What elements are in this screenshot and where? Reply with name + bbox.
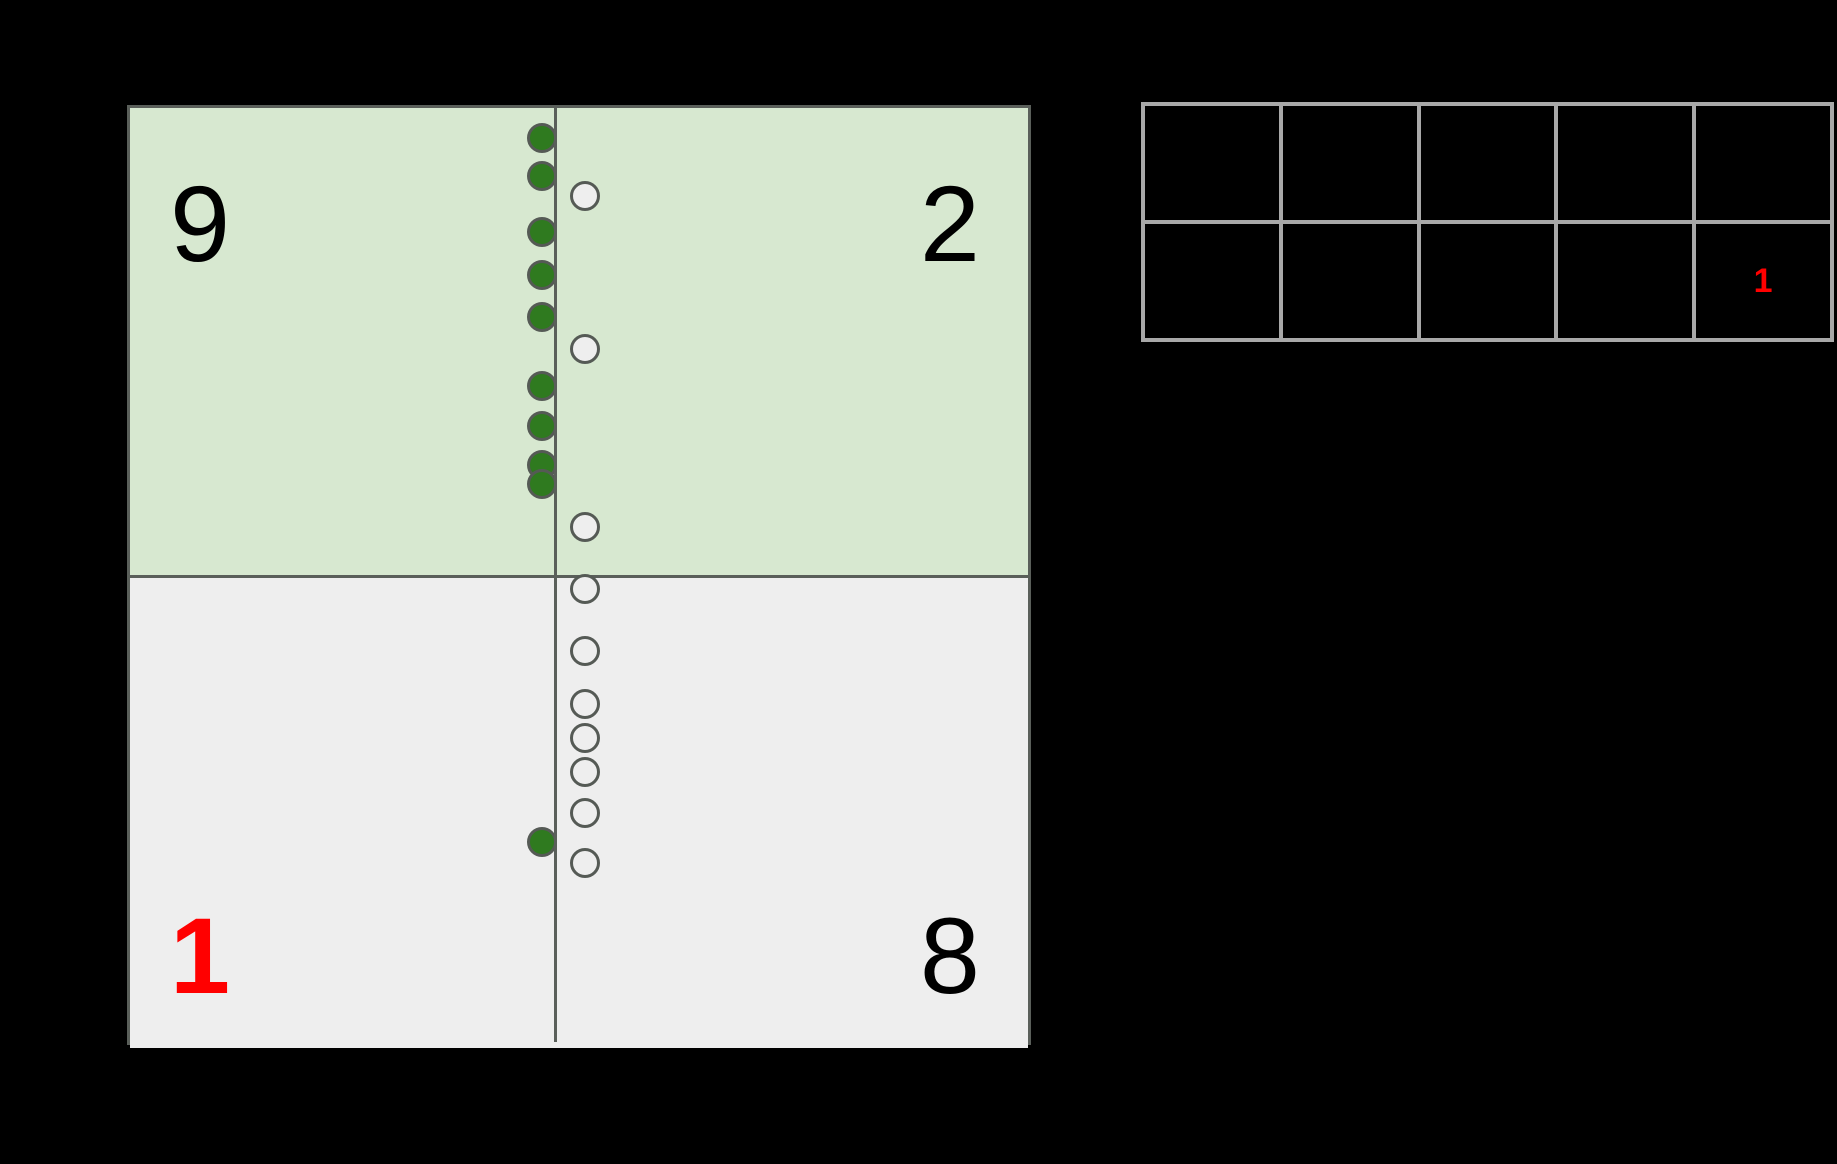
- quadrant-label-top-right: 2: [919, 163, 980, 284]
- quadrant-label-top-left: 9: [170, 163, 231, 284]
- token-open-bottom-8[interactable]: [570, 848, 600, 878]
- table-cell-r2c2[interactable]: [1278, 220, 1421, 342]
- token-open-top-1[interactable]: [570, 181, 600, 211]
- table-cell-r1c2[interactable]: [1278, 102, 1421, 224]
- token-open-bottom-3[interactable]: [570, 636, 600, 666]
- table-cell-r2c3[interactable]: [1416, 220, 1559, 342]
- table-cell-r2c4[interactable]: [1554, 220, 1697, 342]
- token-filled-top-6[interactable]: [527, 371, 557, 401]
- token-open-bottom-1[interactable]: [570, 512, 600, 542]
- table-cell-r1c3[interactable]: [1416, 102, 1559, 224]
- table-row: 1: [1141, 220, 1834, 342]
- answer-grid[interactable]: 1: [1141, 102, 1834, 342]
- table-row: [1141, 102, 1834, 224]
- quadrant-label-bottom-left: 1: [170, 895, 231, 1016]
- token-filled-top-9[interactable]: [527, 469, 557, 499]
- table-cell-r2c5[interactable]: 1: [1692, 220, 1834, 342]
- token-open-bottom-6[interactable]: [570, 757, 600, 787]
- vertical-divider-line: [554, 108, 557, 1042]
- table-cell-r1c4[interactable]: [1554, 102, 1697, 224]
- quadrant-panel: 9 2 1 8: [127, 105, 1031, 1048]
- token-open-bottom-2[interactable]: [570, 574, 600, 604]
- token-filled-top-3[interactable]: [527, 217, 557, 247]
- token-filled-top-2[interactable]: [527, 161, 557, 191]
- token-filled-bottom-1[interactable]: [527, 827, 557, 857]
- token-open-bottom-7[interactable]: [570, 798, 600, 828]
- quadrant-label-bottom-right: 8: [919, 895, 980, 1016]
- token-filled-top-1[interactable]: [527, 123, 557, 153]
- token-open-top-2[interactable]: [570, 334, 600, 364]
- table-cell-r1c5[interactable]: [1692, 102, 1834, 224]
- table-cell-r1c1[interactable]: [1141, 102, 1283, 224]
- token-filled-top-5[interactable]: [527, 302, 557, 332]
- token-open-bottom-4[interactable]: [570, 689, 600, 719]
- token-filled-top-7[interactable]: [527, 411, 557, 441]
- token-filled-top-4[interactable]: [527, 260, 557, 290]
- token-open-bottom-5[interactable]: [570, 723, 600, 753]
- table-cell-r2c1[interactable]: [1141, 220, 1283, 342]
